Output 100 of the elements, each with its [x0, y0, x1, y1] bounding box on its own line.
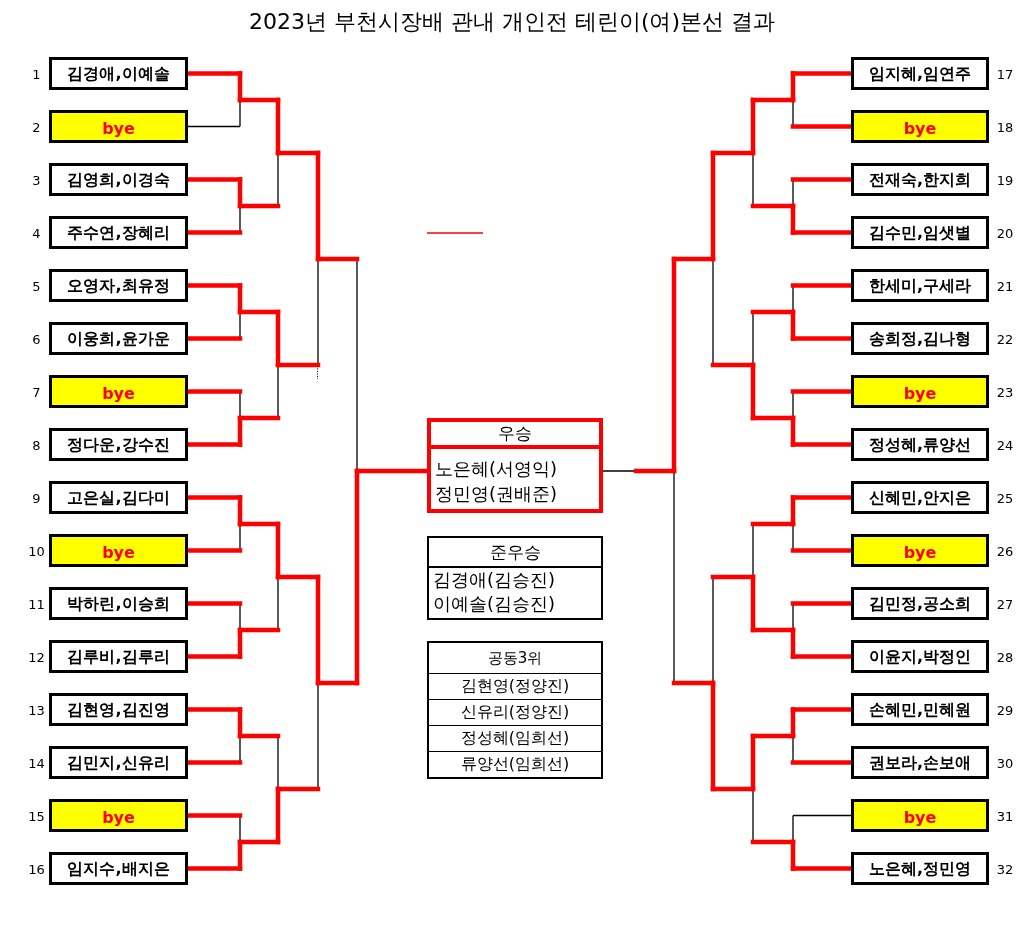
bracket-line [710, 680, 716, 792]
seed-number: 31 [996, 808, 1014, 823]
seed-number: 26 [996, 543, 1014, 558]
bracket-line [317, 682, 319, 790]
seed-number: 12 [28, 649, 45, 664]
seed-number: 17 [996, 66, 1014, 81]
player-box: 노은혜,정민영 [851, 852, 989, 885]
seed-number: 18 [996, 119, 1014, 134]
seed-number: 27 [996, 596, 1014, 611]
title: 2023년 부천시장배 관내 개인전 테린이(여)본선 결과 [248, 8, 776, 36]
seed-number: 20 [996, 225, 1014, 240]
bracket-line [277, 576, 279, 631]
seed-number: 13 [28, 702, 45, 717]
bracket-line [237, 203, 281, 209]
bracket-line [602, 470, 637, 472]
player-box: 신혜민,안지은 [851, 481, 989, 514]
seed-number: 16 [28, 861, 45, 876]
seed-number: 11 [28, 596, 45, 611]
bracket-line [790, 839, 796, 871]
pair-name: 노은혜(서영익) [435, 457, 558, 481]
player-box: 박하린,이승희 [49, 587, 188, 620]
seed-number: 15 [28, 808, 45, 823]
bracket-line [317, 258, 319, 366]
player-box: 김민지,신유리 [49, 746, 188, 779]
seed-number: 3 [32, 172, 41, 187]
player-box: 이웅희,윤가운 [49, 322, 188, 355]
bracket-line [277, 364, 279, 419]
player-box: 임지혜,임연주 [851, 57, 989, 90]
bracket-line [750, 521, 796, 527]
player-box: 김현영,김진영 [49, 693, 188, 726]
bracket-line [792, 814, 794, 843]
result-row: 신유리(정양진) [429, 699, 601, 725]
result-row-text: 김현영(정양진) [459, 675, 571, 697]
player-box: 고은실,김다미 [49, 481, 188, 514]
bye-box: bye [49, 534, 188, 567]
seed-number: 5 [32, 278, 41, 293]
pair-name: 이예솔(김승진) [433, 592, 556, 616]
bracket-line [356, 258, 358, 472]
player-box: 정성혜,류양선 [851, 428, 989, 461]
seed-number: 23 [996, 384, 1014, 399]
seed-number: 28 [996, 649, 1014, 664]
player-box: 손혜민,민혜원 [851, 693, 989, 726]
bracket-line [712, 576, 714, 684]
result-table [427, 641, 603, 779]
seed-number: 10 [28, 543, 45, 558]
bracket-line [633, 468, 677, 474]
bracket-line [790, 415, 796, 447]
bracket-line [237, 733, 281, 739]
seed-number: 6 [32, 331, 41, 346]
pair-name: 정민영(권배준) [435, 482, 558, 506]
bracket-line [275, 786, 281, 845]
player-box: 한세미,구세라 [851, 269, 989, 302]
seed-number: 2 [32, 119, 41, 134]
bracket-line [750, 362, 756, 421]
bracket-line [712, 258, 714, 366]
seed-number: 1 [32, 66, 41, 81]
seed-number: 19 [996, 172, 1014, 187]
bye-box: bye [851, 534, 989, 567]
bye-box: bye [49, 799, 188, 832]
player-box: 권보라,손보애 [851, 746, 989, 779]
player-box: 김영희,이경숙 [49, 163, 188, 196]
bracket-line [750, 574, 756, 633]
bracket-line [673, 470, 675, 684]
bracket-line [790, 203, 796, 235]
seed-number: 14 [28, 755, 45, 770]
seed-number: 7 [32, 384, 41, 399]
bracket-line [752, 523, 754, 578]
seed-number: 29 [996, 702, 1014, 717]
pair-name: 김경애(김승진) [433, 568, 556, 592]
player-box: 김루비,김루리 [49, 640, 188, 673]
player-box: 정다운,강수진 [49, 428, 188, 461]
bracket-line [237, 415, 243, 447]
player-box: 송희정,김나형 [851, 322, 989, 355]
bye-box: bye [49, 110, 188, 143]
table-header: 우승 [431, 422, 599, 449]
seed-number: 8 [32, 437, 41, 452]
bracket-line [752, 788, 754, 843]
result-table [427, 536, 603, 620]
seed-number: 4 [32, 225, 41, 240]
seed-number: 21 [996, 278, 1014, 293]
bracket-line [237, 627, 243, 659]
bracket-line [239, 99, 241, 128]
player-box: 오영자,최유정 [49, 269, 188, 302]
bracket-line [275, 362, 321, 368]
result-table [427, 418, 603, 513]
bye-box: bye [851, 375, 989, 408]
bye-box: bye [851, 110, 989, 143]
bracket-line [277, 152, 279, 207]
result-row: 정성혜(임희선) [429, 725, 601, 751]
bracket-line [792, 814, 852, 817]
seed-number: 24 [996, 437, 1014, 452]
table-header: 준우승 [429, 538, 601, 568]
seed-number: 30 [996, 755, 1014, 770]
bye-box: bye [49, 375, 188, 408]
player-box: 주수연,장혜리 [49, 216, 188, 249]
player-box: 김경애,이예솔 [49, 57, 188, 90]
result-row: 류양선(임희선) [429, 751, 601, 777]
player-box: 임지수,배지은 [49, 852, 188, 885]
bracket-line [315, 256, 360, 262]
bracket-line [790, 309, 796, 341]
